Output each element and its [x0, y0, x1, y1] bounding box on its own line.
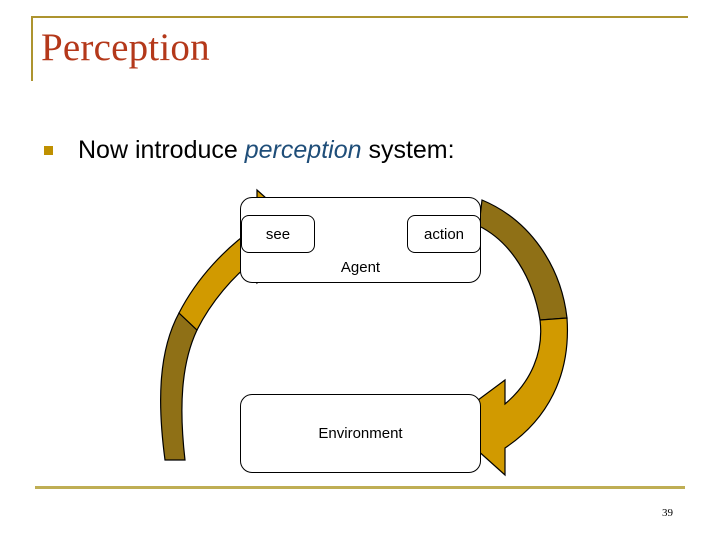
title-top-rule: [31, 16, 688, 18]
node-agent-label: Agent: [340, 259, 381, 276]
node-action-label: action: [423, 225, 465, 243]
title-vertical-rule: [31, 16, 33, 81]
page-number: 39: [662, 507, 673, 519]
node-environment-label: Environment: [318, 425, 403, 442]
bullet-text-emphasis: perception: [244, 136, 362, 164]
node-see[interactable]: see: [241, 215, 315, 253]
page-title: Perception: [41, 26, 210, 69]
bullet-text-after: system:: [361, 136, 455, 164]
bullet-text-before: Now introduce: [78, 136, 245, 164]
agent-environment-diagram: Agent Environment see action: [135, 180, 590, 485]
bullet-item-label: Now introduce perception system:: [78, 134, 455, 166]
footer-rule: [35, 486, 685, 489]
square-bullet-icon: [44, 146, 53, 155]
node-see-label: see: [265, 225, 291, 243]
node-environment[interactable]: Environment: [240, 394, 481, 473]
bullet-list-item: Now introduce perception system:: [44, 134, 644, 166]
node-action[interactable]: action: [407, 215, 481, 253]
